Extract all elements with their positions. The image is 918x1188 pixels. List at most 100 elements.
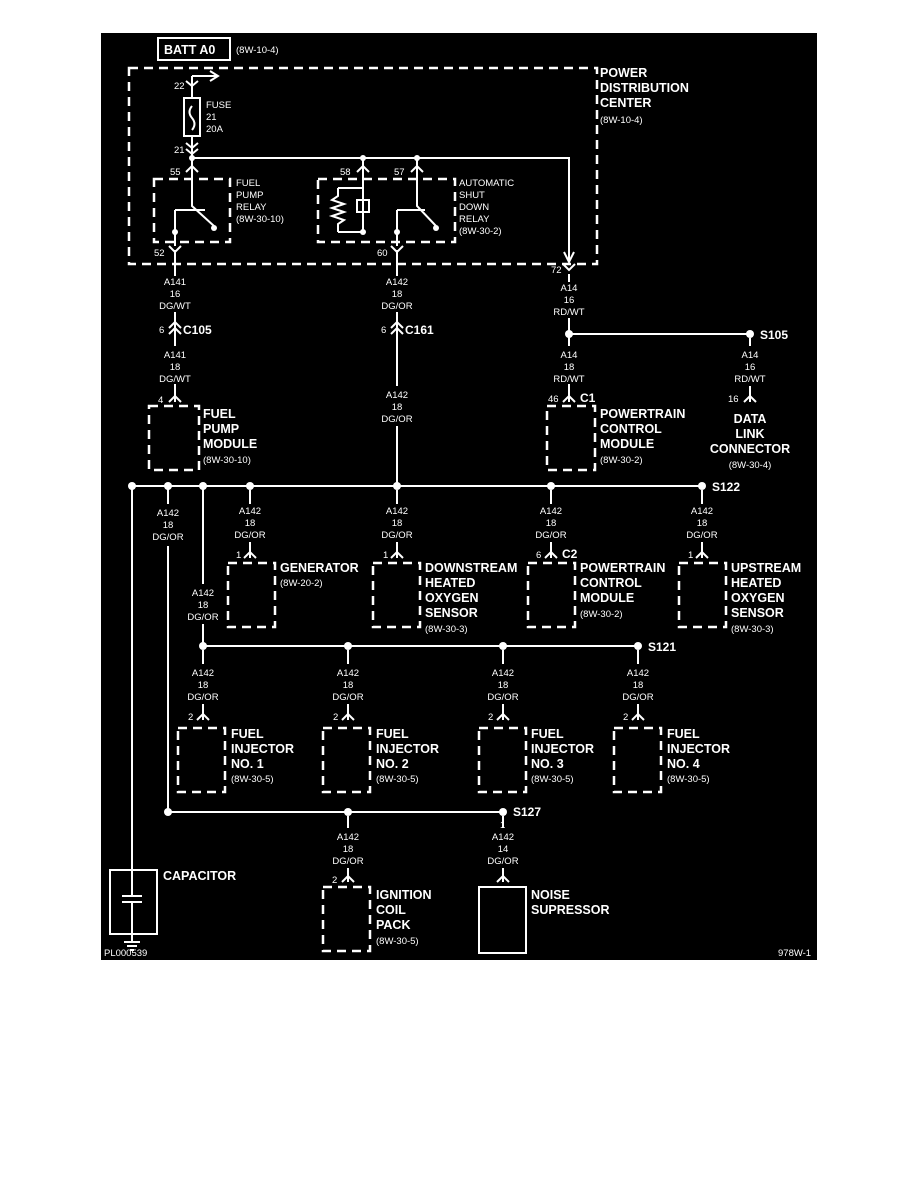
pcm-c2-ref: (8W-30-2)	[580, 609, 623, 620]
coil-pin-wire	[341, 868, 355, 883]
diagram-background	[101, 33, 817, 960]
fuel-injector-4-box	[612, 726, 663, 794]
inj1-pin: 2	[188, 712, 193, 723]
pin-55-connector	[185, 164, 199, 173]
a142-left-circuit: A142	[157, 508, 179, 519]
a142-noise-color: DG/OR	[487, 856, 518, 867]
inj2-ref: (8W-30-5)	[376, 774, 419, 785]
a141-top-circuit: A141	[164, 277, 186, 288]
c1-label: C1	[580, 391, 596, 405]
pcm-c1-ref: (8W-30-2)	[600, 455, 643, 466]
fpr-label-2: PUMP	[236, 190, 263, 201]
pin-72: 72	[551, 265, 562, 276]
downstream-pin-wire	[390, 542, 404, 559]
asd-label-1: AUTOMATIC	[459, 178, 514, 189]
a142-inj4-color: DG/OR	[622, 692, 653, 703]
noise-label-1: NOISE	[531, 888, 570, 902]
upstream-label-1: UPSTREAM	[731, 561, 801, 575]
a142-mid-circuit: A142	[386, 390, 408, 401]
upstream-label-2: HEATED	[731, 576, 781, 590]
s121-node-inj2	[344, 642, 352, 650]
dlc-pin-wire	[743, 386, 757, 403]
footer-left-code: PL000539	[104, 948, 147, 959]
a141-bottom-color: DG/WT	[159, 374, 191, 385]
asd-relay-output	[394, 229, 400, 235]
pdc-bus-wire	[192, 157, 575, 265]
coil-label-1: IGNITION	[376, 888, 432, 902]
downstream-label-3: OXYGEN	[425, 591, 479, 605]
a142-s121-color: DG/OR	[187, 612, 218, 623]
a142-coil-gauge: 18	[343, 844, 354, 855]
asd-relay-coil	[328, 176, 364, 233]
inj3-label-1: FUEL	[531, 727, 564, 741]
inj1-label-1: FUEL	[231, 727, 264, 741]
pcm-c2-box	[526, 561, 577, 629]
s122-node-pcm	[547, 482, 555, 490]
a14-dlc-circuit: A14	[742, 350, 759, 361]
a142-up-gauge: 18	[697, 518, 708, 529]
asd-label-3: DOWN	[459, 202, 489, 213]
inj3-label-2: INJECTOR	[531, 742, 594, 756]
a142-left-color: DG/OR	[152, 532, 183, 543]
pin-22: 22	[174, 81, 185, 92]
s122-splice	[698, 482, 706, 490]
a142-inj2-gauge: 18	[343, 680, 354, 691]
downstream-sensor-box	[371, 561, 422, 629]
inj4-label-3: NO. 4	[667, 757, 700, 771]
inj4-pin-wire	[631, 704, 645, 721]
pin-52: 52	[154, 248, 165, 259]
a142-mid-gauge: 18	[392, 402, 403, 413]
asd-relay-coil-core	[356, 199, 370, 213]
a142-inj3-circuit: A142	[492, 668, 514, 679]
s121-node-inj3	[499, 642, 507, 650]
fpr-ref: (8W-30-10)	[236, 214, 284, 225]
fuel-pump-relay-contact	[211, 225, 217, 231]
a142-inj3-gauge: 18	[498, 680, 509, 691]
fuel-injector-2-box	[321, 726, 372, 794]
pcm-c1-label-3: MODULE	[600, 437, 654, 451]
fuse-rating: 20A	[206, 124, 224, 135]
capacitor-box	[109, 869, 158, 935]
a14-top-color: RD/WT	[553, 307, 584, 318]
a141-top-color: DG/WT	[159, 301, 191, 312]
a142-down-circuit: A142	[386, 506, 408, 517]
upstream-pin: 1	[688, 550, 693, 561]
downstream-ref: (8W-30-3)	[425, 624, 468, 635]
pcm-c2-label-1: POWERTRAIN	[580, 561, 665, 575]
a142-top-gauge: 18	[392, 289, 403, 300]
a142-noise-circuit: A142	[492, 832, 514, 843]
a142-down-gauge: 18	[392, 518, 403, 529]
fpm-ref: (8W-30-10)	[203, 455, 251, 466]
upstream-label-4: SENSOR	[731, 606, 784, 620]
a142-pcm-circuit: A142	[540, 506, 562, 517]
pcm-c2-label-2: CONTROL	[580, 576, 642, 590]
a142-pcm-gauge: 18	[546, 518, 557, 529]
asd-relay-outline	[316, 177, 457, 244]
inj1-label-2: INJECTOR	[231, 742, 294, 756]
ignition-coil-pack-box	[321, 885, 372, 953]
inj2-pin: 2	[333, 712, 338, 723]
fpm-label-3: MODULE	[203, 437, 257, 451]
a142-inj3-color: DG/OR	[487, 692, 518, 703]
a14-pcm-color: RD/WT	[553, 374, 584, 385]
batt-label: BATT A0	[164, 43, 215, 57]
a142-s121-gauge: 18	[198, 600, 209, 611]
asd-relay-contact	[433, 225, 439, 231]
inj3-pin-wire	[496, 704, 510, 721]
c161-pin: 6	[381, 325, 386, 336]
downstream-label-4: SENSOR	[425, 606, 478, 620]
a14-top-gauge: 16	[564, 295, 575, 306]
inj4-label-2: INJECTOR	[667, 742, 730, 756]
downstream-label-1: DOWNSTREAM	[425, 561, 517, 575]
a142-coil-circuit: A142	[337, 832, 359, 843]
c105-connector	[168, 320, 182, 335]
inj2-label-3: NO. 2	[376, 757, 409, 771]
fpr-label-3: RELAY	[236, 202, 267, 213]
upstream-label-3: OXYGEN	[731, 591, 785, 605]
a142-left-gauge: 18	[163, 520, 174, 531]
s122-label: S122	[712, 480, 740, 494]
a142-pcm-color: DG/OR	[535, 530, 566, 541]
generator-ref: (8W-20-2)	[280, 578, 323, 589]
a142-inj1-color: DG/OR	[187, 692, 218, 703]
